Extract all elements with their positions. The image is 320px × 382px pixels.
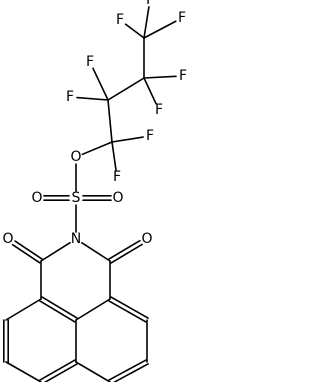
bond-c4-o1 [81, 141, 113, 156]
bond-c2-f5 [143, 77, 157, 105]
atom-label-o2: O [31, 190, 42, 206]
atom-label-s1: S [72, 190, 81, 206]
bond-c5-o4-line-2 [11, 243, 41, 264]
atom-label-o1: O [70, 149, 81, 165]
bond-c12-c13-line-2 [39, 359, 76, 381]
bond-layer [2, 6, 177, 382]
bond-c4-f9 [111, 141, 117, 171]
bond-c3-c4 [107, 99, 113, 143]
bond-c8-c14-line-2 [110, 296, 149, 319]
atom-label-f6: F [86, 54, 94, 70]
atom-label-o5: O [141, 231, 152, 247]
bond-c1-f3 [124, 23, 145, 39]
bond-c6-o5-line-1 [110, 243, 143, 264]
bond-c1-f2 [143, 20, 177, 39]
bond-c4-f8 [111, 136, 144, 143]
atom-label-f2: F [178, 10, 186, 26]
bond-n1-c6 [81, 242, 111, 262]
atom-label-f3: F [116, 12, 124, 28]
bond-c15-c16-line-1 [108, 359, 147, 381]
bond-c7-c9-line-2 [41, 296, 78, 319]
bond-c5-o4-line-1 [14, 240, 44, 260]
bond-c3-f7 [76, 96, 109, 101]
atom-label-o4: O [2, 231, 13, 247]
atom-label-n1: N [71, 231, 81, 247]
bond-c2-c3 [107, 77, 145, 101]
bond-c9-c8 [75, 298, 111, 321]
bond-c6-o5-line-2 [108, 239, 141, 260]
bond-c8-c14-line-1 [108, 300, 147, 323]
bond-c3-f6 [92, 67, 109, 101]
bond-c12-c13-line-1 [43, 363, 78, 382]
bond-c2-f4 [143, 75, 177, 79]
bond-c7-c10 [5, 298, 42, 321]
bond-c16-c13 [75, 361, 111, 382]
bond-c1-f1 [143, 6, 150, 39]
bond-c7-c9-line-1 [39, 300, 76, 323]
bond-c15-c16-line-2 [112, 363, 149, 382]
atom-label-f5: F [155, 102, 163, 118]
bond-c11-c12 [5, 361, 42, 382]
atom-label-o3: O [112, 190, 123, 206]
bond-n1-c5 [40, 241, 71, 262]
atom-label-f4: F [179, 68, 187, 84]
atom-label-f1: F [146, 0, 154, 8]
atom-label-f9: F [113, 169, 121, 185]
atom-label-f7: F [66, 89, 74, 105]
atom-label-f8: F [146, 128, 154, 144]
